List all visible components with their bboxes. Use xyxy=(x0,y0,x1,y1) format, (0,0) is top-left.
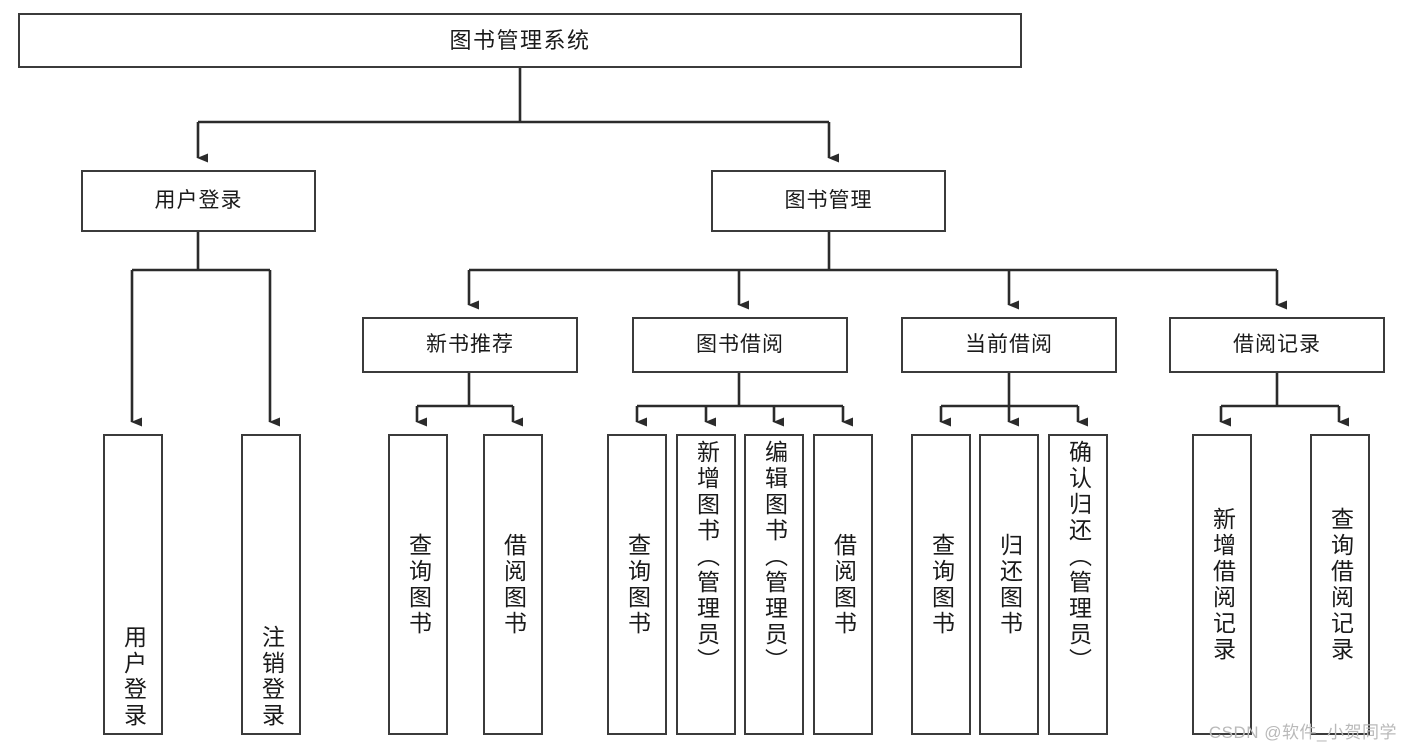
node-leaf-add-record[interactable]: 新增借阅记录 xyxy=(1192,434,1252,735)
node-leaf-confirm-return[interactable]: 确认归还（管理员） xyxy=(1048,434,1108,735)
node-book-management[interactable]: 图书管理 xyxy=(711,170,946,232)
node-leaf-query-record[interactable]: 查询借阅记录 xyxy=(1310,434,1370,735)
node-leaf-borrow-book-1-label: 借阅图书 xyxy=(500,532,527,637)
node-leaf-return-book[interactable]: 归还图书 xyxy=(979,434,1039,735)
node-book-borrow[interactable]: 图书借阅 xyxy=(632,317,848,373)
node-book-borrow-label: 图书借阅 xyxy=(696,332,784,356)
node-leaf-return-book-label: 归还图书 xyxy=(996,532,1023,637)
node-leaf-add-book-label: 新增图书（管理员） xyxy=(693,440,720,674)
node-leaf-edit-book-label: 编辑图书（管理员） xyxy=(761,440,788,674)
node-leaf-add-record-label: 新增借阅记录 xyxy=(1209,506,1236,663)
node-leaf-query-book-2[interactable]: 查询图书 xyxy=(607,434,667,735)
node-root[interactable]: 图书管理系统 xyxy=(18,13,1022,68)
node-leaf-confirm-return-label: 确认归还（管理员） xyxy=(1065,440,1092,674)
node-leaf-query-book-1-label: 查询图书 xyxy=(405,532,432,637)
node-borrow-record-label: 借阅记录 xyxy=(1233,332,1321,356)
node-user-login[interactable]: 用户登录 xyxy=(81,170,316,232)
node-leaf-add-book[interactable]: 新增图书（管理员） xyxy=(676,434,736,735)
node-leaf-user-login-label: 用户登录 xyxy=(120,625,147,729)
node-leaf-edit-book[interactable]: 编辑图书（管理员） xyxy=(744,434,804,735)
node-leaf-logout-label: 注销登录 xyxy=(258,625,285,729)
node-new-book-recommend[interactable]: 新书推荐 xyxy=(362,317,578,373)
node-leaf-borrow-book-2-label: 借阅图书 xyxy=(830,532,857,637)
node-leaf-query-book-1[interactable]: 查询图书 xyxy=(388,434,448,735)
node-leaf-query-book-3-label: 查询图书 xyxy=(928,532,955,637)
node-leaf-user-login[interactable]: 用户登录 xyxy=(103,434,163,735)
node-book-management-label: 图书管理 xyxy=(784,188,873,212)
node-current-borrow[interactable]: 当前借阅 xyxy=(901,317,1117,373)
node-leaf-logout[interactable]: 注销登录 xyxy=(241,434,301,735)
node-leaf-query-book-2-label: 查询图书 xyxy=(624,532,651,637)
node-leaf-borrow-book-2[interactable]: 借阅图书 xyxy=(813,434,873,735)
node-borrow-record[interactable]: 借阅记录 xyxy=(1169,317,1385,373)
node-root-label: 图书管理系统 xyxy=(449,27,591,53)
node-leaf-borrow-book-1[interactable]: 借阅图书 xyxy=(483,434,543,735)
node-user-login-label: 用户登录 xyxy=(154,188,243,212)
node-current-borrow-label: 当前借阅 xyxy=(965,332,1053,356)
node-leaf-query-book-3[interactable]: 查询图书 xyxy=(911,434,971,735)
node-leaf-query-record-label: 查询借阅记录 xyxy=(1327,506,1354,663)
watermark-text: CSDN @软件_小贺同学 xyxy=(1208,723,1397,742)
node-new-book-recommend-label: 新书推荐 xyxy=(426,332,514,356)
